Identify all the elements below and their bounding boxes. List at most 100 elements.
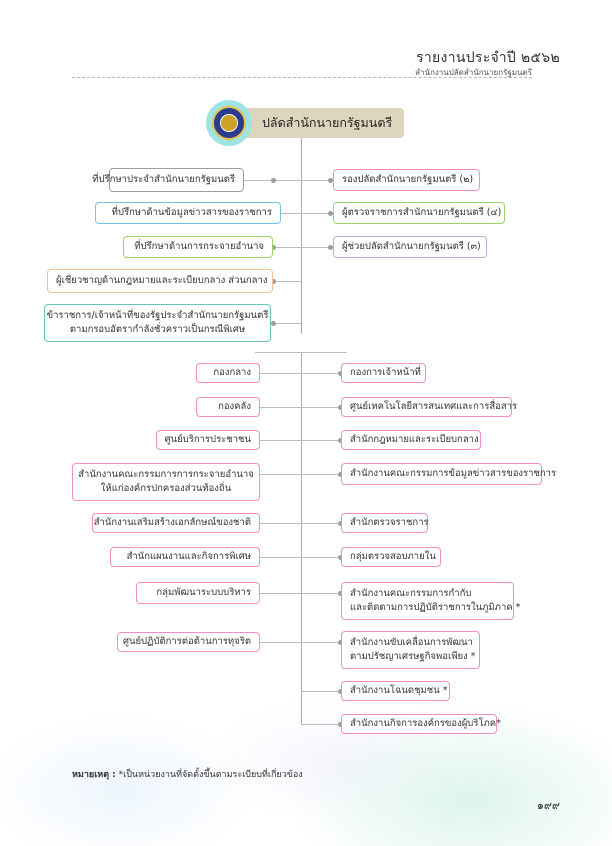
unit-right-box-3: สำนักกฎหมายและระเบียบกลาง (341, 430, 481, 450)
connector-dot (271, 245, 276, 250)
connector (260, 407, 301, 408)
advisor-box-1: ที่ปรึกษาประจำสำนักนายกรัฐมนตรี (92, 168, 244, 192)
connector-dot (338, 472, 343, 477)
unit-left-box-5: สำนักงานเสริมสร้างเอกลักษณ์ของชาติ (92, 513, 260, 533)
header-divider (72, 77, 532, 78)
connector (260, 440, 301, 441)
page-number: ๑๙๙ (536, 799, 560, 812)
report-subtitle: สำนักงานปลัดสำนักนายกรัฐมนตรี (415, 68, 532, 77)
connector-dot (338, 521, 343, 526)
unit-label: ศูนย์ปฏิบัติการต่อต้านการทุจริต (122, 636, 251, 647)
unit-label: สำนักงานโฉนดชุมชน * (350, 685, 448, 696)
connector-dot (271, 321, 276, 326)
unit-label: สำนักงานกิจการองค์กรของผู้บริโภค* (350, 718, 501, 729)
connector (301, 557, 341, 558)
unit-left-box-3: ศูนย์บริการประชาชน (156, 430, 260, 450)
connector (260, 474, 301, 475)
advisor-label: ที่ปรึกษาด้านข้อมูลข่าวสารของราชการ (111, 207, 272, 218)
connector (260, 523, 301, 524)
connector-dot (328, 178, 333, 183)
line-1: สำนักงานคณะกรรมการการกระจายอำนาจ (78, 469, 254, 480)
footnote-text: *เป็นหน่วยงานที่จัดตั้งขึ้นตามระเบียบที่… (115, 770, 303, 780)
line-2: และติดตามการปฏิบัติราชการในภูมิภาค * (350, 602, 521, 613)
line-1: ข้าราชการ/เจ้าหน้าที่ของรัฐประจำสำนักนาย… (46, 310, 269, 321)
government-seal-icon (206, 100, 252, 146)
unit-label: สำนักกฎหมายและระเบียบกลาง (350, 434, 479, 445)
unit-label-multiline: สำนักงานคณะกรรมการการกระจายอำนาจให้แก่อง… (78, 468, 254, 496)
connector (301, 691, 341, 692)
seal-ring (212, 106, 246, 140)
units-bracket (255, 352, 347, 353)
connector (260, 642, 301, 643)
unit-label: กองกลาง (213, 367, 251, 378)
unit-right-box-6: กลุ่มตรวจสอบภายใน (341, 547, 441, 567)
footnote-label: หมายเหตุ : (72, 770, 116, 780)
unit-right-box-1: กองการเจ้าหน้าที่ (341, 363, 426, 383)
connector-dot (271, 279, 276, 284)
connector (301, 642, 341, 643)
footnote: หมายเหตุ : *เป็นหน่วยงานที่จัดตั้งขึ้นตา… (72, 767, 303, 781)
unit-left-box-7: กลุ่มพัฒนาระบบบริหาร (136, 582, 260, 604)
report-title: รายงานประจำปี ๒๕๖๒ (416, 50, 560, 66)
connector (301, 407, 341, 408)
executive-label: ผู้ตรวจราชการสำนักนายกรัฐมนตรี (๔) (342, 207, 502, 218)
unit-right-box-5: สำนักตรวจราชการ (341, 513, 429, 533)
connector (301, 213, 333, 214)
connector-dot (338, 371, 343, 376)
advisor-box-5: ข้าราชการ/เจ้าหน้าที่ของรัฐประจำสำนักนาย… (44, 304, 271, 342)
connector (301, 180, 333, 181)
connector (271, 323, 301, 324)
connector-dot (328, 245, 333, 250)
unit-label: ศูนย์บริการประชาชน (164, 434, 251, 445)
connector (301, 474, 341, 475)
advisor-label: ที่ปรึกษาด้านการกระจายอำนาจ (134, 241, 264, 252)
connector-dot (338, 722, 343, 727)
advisor-label-multiline: ข้าราชการ/เจ้าหน้าที่ของรัฐประจำสำนักนาย… (47, 309, 269, 337)
executive-box-1: รองปลัดสำนักนายกรัฐมนตรี (๒) (333, 169, 480, 191)
unit-label-multiline: สำนักงานคณะกรรมการกำกับและติดตามการปฏิบั… (350, 587, 520, 615)
top-executive-banner: ปลัดสำนักนายกรัฐมนตรี (246, 108, 404, 138)
unit-left-box-4: สำนักงานคณะกรรมการการกระจายอำนาจให้แก่อง… (72, 463, 260, 501)
unit-label: สำนักงานคณะกรรมการข้อมูลข่าวสารของราชการ (350, 468, 557, 479)
advisor-label: ที่ปรึกษาประจำสำนักนายกรัฐมนตรี (92, 174, 235, 185)
unit-label-multiline: สำนักงานขับเคลื่อนการพัฒนาตามปรัชญาเศรษฐ… (350, 636, 475, 664)
unit-label: กองคลัง (218, 401, 251, 412)
connector-dot (338, 405, 343, 410)
advisor-label: ผู้เชี่ยวชาญด้านกฎหมายและระเบียบกลาง ส่ว… (56, 275, 268, 286)
connector (301, 724, 341, 725)
org-trunk-upper (301, 138, 302, 334)
connector-dot (271, 178, 276, 183)
unit-right-box-9: สำนักงานโฉนดชุมชน * (341, 681, 450, 701)
connector (273, 247, 301, 248)
line-1: สำนักงานขับเคลื่อนการพัฒนา (350, 637, 473, 648)
connector (301, 440, 341, 441)
line-2: ให้แก่องค์กรปกครองส่วนท้องถิ่น (100, 483, 232, 494)
org-trunk-lower (301, 352, 302, 724)
line-2: ตามกรอบอัตรากำลังชั่วคราวเป็นกรณีพิเศษ (69, 324, 246, 335)
line-1: สำนักงานคณะกรรมการกำกับ (350, 588, 472, 599)
unit-label: กลุ่มตรวจสอบภายใน (350, 551, 436, 562)
unit-label: สำนักงานเสริมสร้างเอกลักษณ์ของชาติ (93, 517, 251, 528)
connector-dot (338, 689, 343, 694)
unit-left-box-6: สำนักแผนงานและกิจการพิเศษ (110, 547, 260, 567)
connector (260, 593, 301, 594)
connector-dot (338, 438, 343, 443)
connector (260, 557, 301, 558)
connector (301, 373, 341, 374)
connector-dot (338, 640, 343, 645)
connector-dot (338, 555, 343, 560)
unit-label: สำนักแผนงานและกิจการพิเศษ (126, 551, 251, 562)
unit-label: สำนักตรวจราชการ (350, 517, 429, 528)
executive-box-3: ผู้ช่วยปลัดสำนักนายกรัฐมนตรี (๓) (333, 236, 487, 258)
unit-label: ศูนย์เทคโนโลยีสารสนเทศและการสื่อสาร (350, 401, 518, 412)
line-2: ตามปรัชญาเศรษฐกิจพอเพียง * (350, 651, 476, 662)
unit-right-box-4: สำนักงานคณะกรรมการข้อมูลข่าวสารของราชการ (341, 463, 556, 485)
executive-label: รองปลัดสำนักนายกรัฐมนตรี (๒) (342, 174, 474, 185)
unit-right-box-7: สำนักงานคณะกรรมการกำกับและติดตามการปฏิบั… (341, 582, 520, 620)
executive-box-2: ผู้ตรวจราชการสำนักนายกรัฐมนตรี (๔) (333, 202, 505, 224)
top-executive-title: ปลัดสำนักนายกรัฐมนตรี (262, 115, 393, 130)
unit-left-box-2: กองคลัง (196, 397, 260, 417)
connector (281, 213, 301, 214)
unit-label: กองการเจ้าหน้าที่ (350, 367, 421, 378)
